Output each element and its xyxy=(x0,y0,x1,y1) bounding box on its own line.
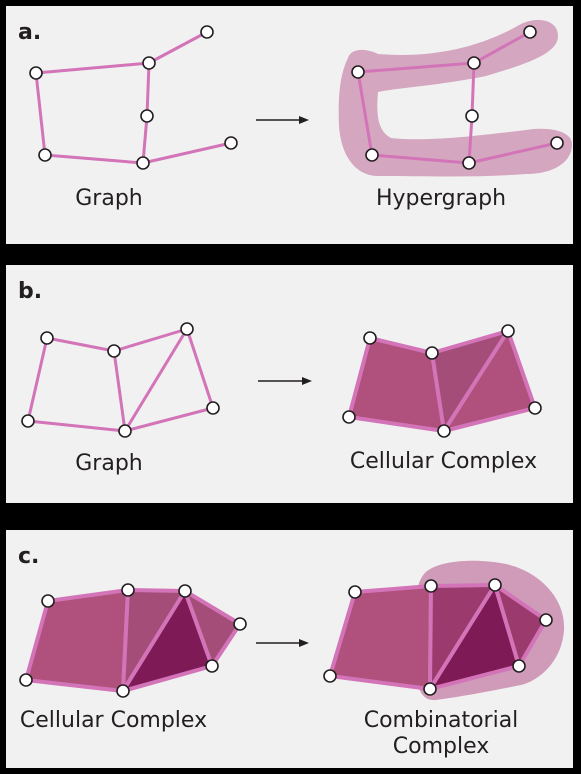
cell-node xyxy=(19,673,33,687)
graph-nodes xyxy=(21,322,220,438)
arrow-icon xyxy=(256,116,309,124)
hypergraph-node xyxy=(550,136,564,150)
combinatorial-node xyxy=(539,613,553,627)
graph-node xyxy=(224,136,238,150)
hypergraph-edges xyxy=(356,30,558,165)
cell-node xyxy=(233,617,247,631)
graph-node xyxy=(180,322,194,336)
graph-node xyxy=(136,156,150,170)
cell-node xyxy=(342,410,356,424)
combinatorial-cells xyxy=(328,583,548,691)
graph-node xyxy=(38,148,52,162)
cell-nodes xyxy=(342,324,542,438)
hypergraph-node xyxy=(462,156,476,170)
graph-node xyxy=(29,66,43,80)
label-complex: Complex xyxy=(392,734,490,759)
arrow-icon xyxy=(258,377,312,385)
graph-node xyxy=(206,401,220,415)
cells xyxy=(24,588,242,693)
graph-node xyxy=(21,414,35,428)
cells xyxy=(347,329,537,433)
combinatorial-node xyxy=(424,579,438,593)
cell-node xyxy=(425,346,439,360)
label-cellular-complex: Cellular Complex xyxy=(349,449,538,474)
graph-edges xyxy=(26,327,215,433)
graph-node xyxy=(140,109,154,123)
cell-node xyxy=(528,401,542,415)
label-combinatorial: Combinatorial xyxy=(363,708,519,733)
cell-node xyxy=(116,684,130,698)
graph-node xyxy=(107,344,121,358)
panel-letter-b: b. xyxy=(18,279,43,304)
hypergraph-node xyxy=(467,56,481,70)
combinatorial-nodes xyxy=(323,578,553,696)
cell-node xyxy=(363,331,377,345)
panel-b-figure xyxy=(21,322,542,438)
hyperedges xyxy=(338,20,572,177)
arrow-icon xyxy=(256,639,309,647)
panel-a: a. xyxy=(6,6,573,244)
combinatorial-node xyxy=(488,578,502,592)
panel-b: b. xyxy=(6,265,573,503)
cell-node xyxy=(121,583,135,597)
label-graph: Graph xyxy=(75,451,143,476)
cell-node xyxy=(437,424,451,438)
panel-a-figure xyxy=(29,20,572,177)
combinatorial-node xyxy=(348,585,362,599)
hypergraph-nodes xyxy=(351,25,564,170)
label-cellular-complex: Cellular Complex xyxy=(19,708,208,733)
graph-node xyxy=(200,25,214,39)
hypergraph-node xyxy=(351,65,365,79)
cell-nodes xyxy=(19,583,247,698)
panel-letter-a: a. xyxy=(18,20,42,45)
hypergraph-node xyxy=(523,25,537,39)
graph-node xyxy=(118,424,132,438)
graph-node xyxy=(40,331,54,345)
panel-c: c. xyxy=(6,530,573,768)
hypergraph-node xyxy=(465,109,479,123)
cell-node xyxy=(178,584,192,598)
combinatorial-node xyxy=(423,682,437,696)
graph-node xyxy=(142,56,156,70)
graph-nodes xyxy=(29,25,238,170)
combinatorial-node xyxy=(323,669,337,683)
cell-node xyxy=(41,594,55,608)
graph-edges xyxy=(34,30,232,165)
panel-c-figure xyxy=(19,560,565,701)
label-graph: Graph xyxy=(75,186,143,211)
panel-letter-c: c. xyxy=(18,544,40,569)
cell-node xyxy=(205,659,219,673)
cell-node xyxy=(501,324,515,338)
hypergraph-node xyxy=(365,148,379,162)
label-hypergraph: Hypergraph xyxy=(375,186,507,211)
combinatorial-node xyxy=(512,659,526,673)
